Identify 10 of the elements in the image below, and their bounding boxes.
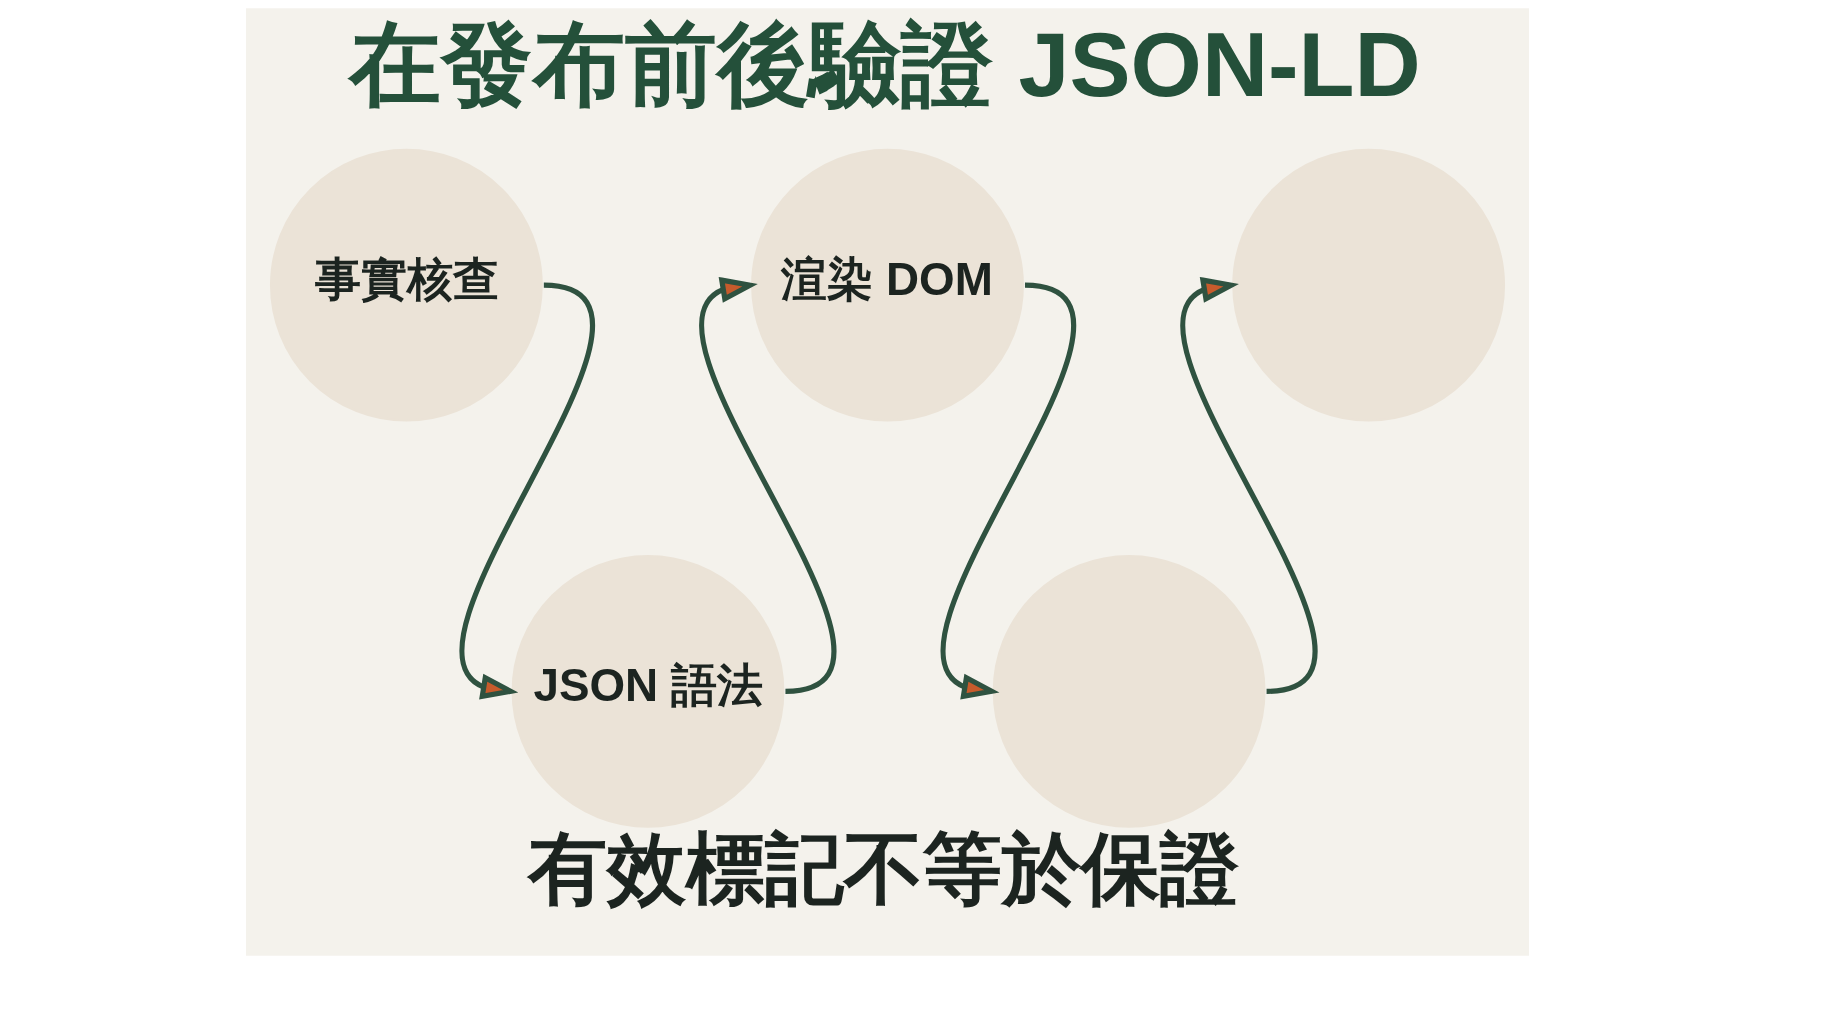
node-circle: 事實核查 [269,148,543,422]
arrow [699,276,835,694]
node-circle: JSON 語法 [511,554,784,828]
node-circle [1231,148,1505,422]
arrow [1180,276,1316,694]
arrow [459,282,594,700]
diagram-title: 在發布前後驗證 JSON-LD [348,13,1421,116]
node-circle [992,554,1266,828]
arrow [940,282,1075,700]
node-circle: 渲染 DOM [750,148,1024,422]
